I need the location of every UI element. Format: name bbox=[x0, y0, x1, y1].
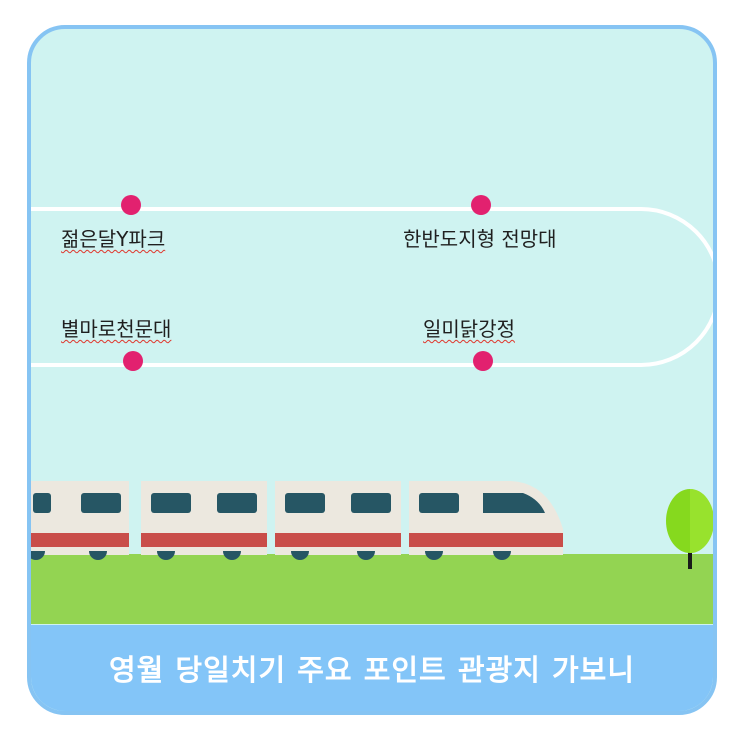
card: 젊은달Y파크 한반도지형 전망대 별마로천문대 일미닭강정 영월 당일치기 주요… bbox=[27, 25, 717, 715]
grass-ground bbox=[31, 554, 713, 624]
marker-bottom-right bbox=[473, 351, 493, 371]
place-label-top-right: 한반도지형 전망대 bbox=[403, 227, 557, 251]
marker-top-left bbox=[121, 195, 141, 215]
place-label-bottom-right: 일미닭강정 bbox=[423, 317, 515, 341]
place-label-top-left: 젊은달Y파크 bbox=[61, 227, 166, 251]
caption-bar: 영월 당일치기 주요 포인트 관광지 가보니 bbox=[31, 625, 713, 711]
tree-icon bbox=[666, 489, 713, 569]
route-path bbox=[31, 207, 713, 367]
marker-top-right bbox=[471, 195, 491, 215]
scene-illustration bbox=[31, 195, 713, 624]
train-icon bbox=[31, 481, 563, 560]
caption-title: 영월 당일치기 주요 포인트 관광지 가보니 bbox=[108, 653, 636, 687]
marker-bottom-left bbox=[123, 351, 143, 371]
place-label-bottom-left: 별마로천문대 bbox=[61, 317, 172, 341]
